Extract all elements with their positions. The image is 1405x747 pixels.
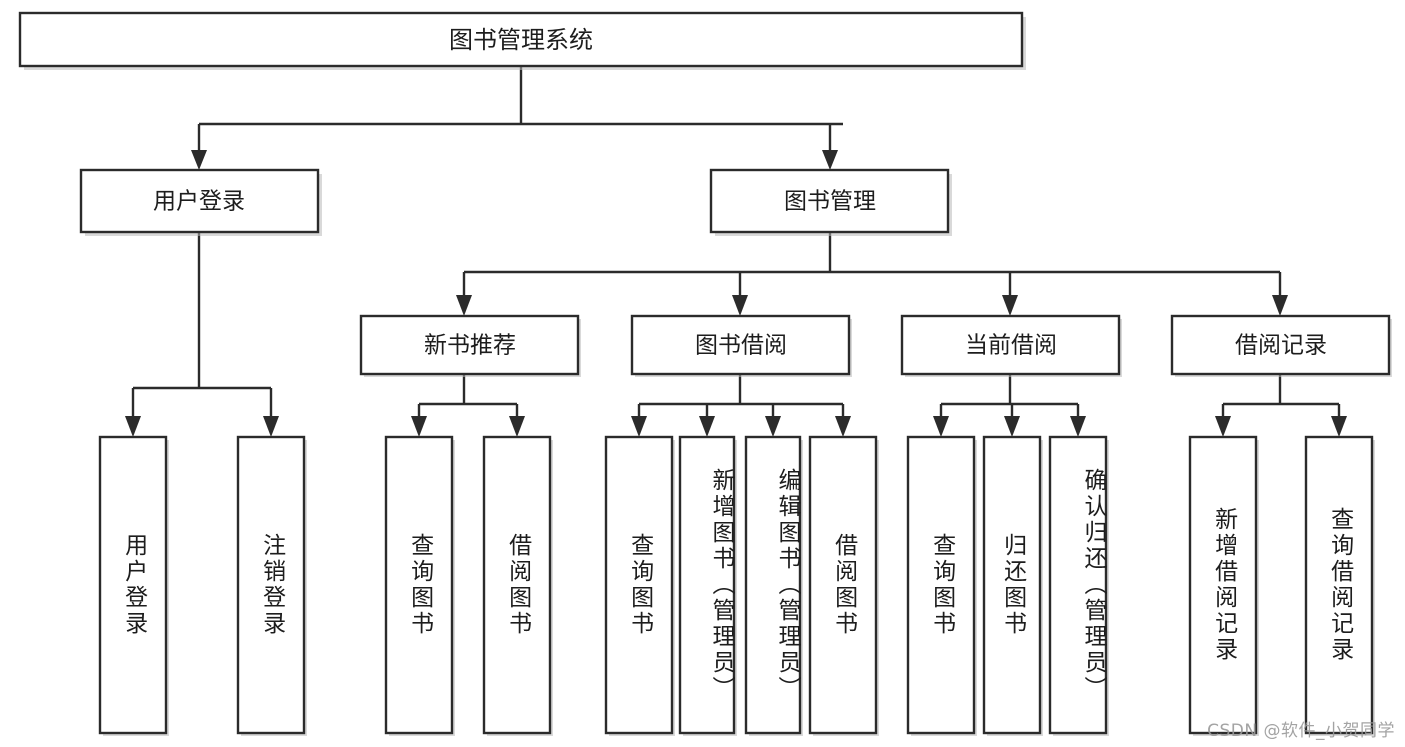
leaf-borrow-book-1-box[interactable] — [482, 435, 552, 735]
leaf-query-record-box[interactable] — [1304, 435, 1374, 735]
edge-group-new-book-rec — [411, 374, 525, 437]
node-book-manage-label: 图书管理 — [784, 189, 876, 215]
leaf-return-book-box[interactable] — [982, 435, 1042, 735]
node-root-label: 图书管理系统 — [449, 26, 593, 54]
leaf-query-book-3-box[interactable] — [906, 435, 976, 735]
arrow-userlogin-to-leaf2 — [263, 416, 279, 437]
edge-group-user-login — [125, 232, 279, 437]
node-new-book-rec-box[interactable] — [359, 314, 580, 376]
arrow-newbook-to-leaf1 — [411, 416, 427, 437]
leaf-query-book-2-box[interactable] — [604, 435, 674, 735]
edge-group-book-borrow — [631, 374, 851, 437]
arrow-currentborrow-to-leaf2 — [1004, 416, 1020, 437]
leaf-user-logout-box[interactable] — [236, 435, 306, 735]
arrow-currentborrow-to-leaf3 — [1070, 416, 1086, 437]
leaf-borrow-book-2-box[interactable] — [808, 435, 878, 735]
node-current-borrow-box[interactable] — [900, 314, 1121, 376]
node-borrow-record[interactable]: 借阅记录 — [1170, 314, 1392, 377]
node-borrow-record-label: 借阅记录 — [1235, 333, 1327, 359]
arrow-bookmanage-to-borrow-record — [1272, 295, 1288, 316]
leaf-user-login-box[interactable] — [98, 435, 168, 735]
arrow-bookmanage-to-current-borrow — [1002, 295, 1018, 316]
leaf-query-book-1-box[interactable] — [384, 435, 454, 735]
node-current-borrow-label: 当前借阅 — [965, 333, 1057, 359]
arrow-root-to-user-login — [191, 150, 207, 170]
arrow-bookborrow-to-leaf4 — [835, 416, 851, 437]
edge-group-borrow-record — [1215, 374, 1347, 437]
node-book-manage[interactable]: 图书管理 — [709, 168, 952, 236]
leaf-confirm-return-box[interactable] — [1048, 435, 1108, 735]
arrow-bookmanage-to-book-borrow — [732, 295, 748, 316]
arrow-currentborrow-to-leaf1 — [933, 416, 949, 437]
node-user-login[interactable]: 用户登录 — [79, 168, 322, 236]
leaf-add-book-box[interactable] — [678, 435, 736, 735]
leaf-add-record-box[interactable] — [1188, 435, 1258, 735]
arrow-borrowrecord-to-leaf1 — [1215, 416, 1231, 437]
node-root[interactable]: 图书管理系统 — [18, 11, 1026, 70]
arrow-newbook-to-leaf2 — [509, 416, 525, 437]
node-book-manage-box[interactable] — [709, 168, 950, 234]
watermark-text: CSDN @软件_小贺同学 — [1207, 721, 1395, 741]
node-new-book-rec-label: 新书推荐 — [424, 333, 516, 359]
leaf-edit-book-box[interactable] — [744, 435, 802, 735]
edge-group-root — [191, 66, 843, 170]
leaf-node-boxes — [98, 435, 1375, 736]
arrow-bookborrow-to-leaf1 — [631, 416, 647, 437]
arrow-bookborrow-to-leaf2 — [699, 416, 715, 437]
edge-group-current-borrow — [933, 374, 1086, 437]
node-borrow-record-box[interactable] — [1170, 314, 1391, 376]
arrow-borrowrecord-to-leaf2 — [1331, 416, 1347, 437]
node-root-box[interactable] — [18, 11, 1024, 68]
node-new-book-rec[interactable]: 新书推荐 — [359, 314, 581, 377]
arrow-userlogin-to-leaf1 — [125, 416, 141, 437]
arrow-root-to-book-manage — [822, 150, 838, 170]
node-user-login-box[interactable] — [79, 168, 320, 234]
arrow-bookmanage-to-new-book-rec — [456, 295, 472, 316]
node-book-borrow-label: 图书借阅 — [695, 333, 787, 359]
arrow-bookborrow-to-leaf3 — [765, 416, 781, 437]
node-book-borrow[interactable]: 图书借阅 — [630, 314, 852, 377]
node-book-borrow-box[interactable] — [630, 314, 851, 376]
node-user-login-label: 用户登录 — [153, 189, 245, 215]
edge-group-book-manage — [456, 232, 1288, 316]
node-current-borrow[interactable]: 当前借阅 — [900, 314, 1122, 377]
